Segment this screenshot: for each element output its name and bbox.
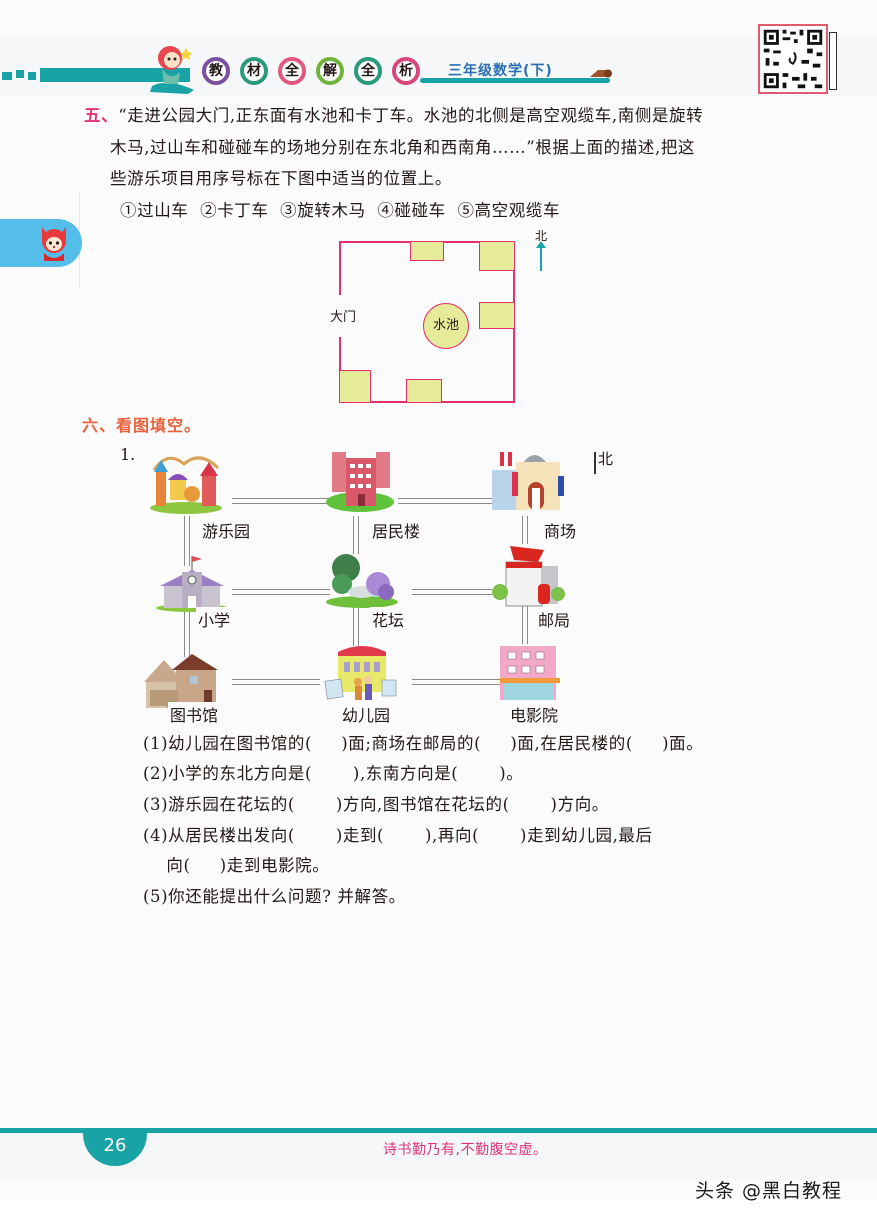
pool: 水池 xyxy=(423,303,469,349)
place-label-school: 小学 xyxy=(196,607,233,631)
qr-code-icon[interactable] xyxy=(758,24,828,94)
attraction-slot-south[interactable] xyxy=(406,379,442,403)
place-label-post-office: 邮局 xyxy=(536,607,573,631)
apartment-building-icon xyxy=(326,452,394,512)
pencil-icon xyxy=(590,69,612,78)
place-label-library: 图书馆 xyxy=(168,702,221,726)
header-dash xyxy=(28,72,36,80)
post-office-icon xyxy=(492,546,565,607)
place-label-mall: 商场 xyxy=(542,518,579,542)
north-label: 北 xyxy=(598,450,614,468)
road xyxy=(522,516,528,544)
place-label-apartment: 居民楼 xyxy=(370,518,423,542)
section5-line-1: 五、“走进公园大门,正东面有水池和卡丁车。水池的北侧是高空观缆车,南侧是旋转 xyxy=(84,101,703,131)
road xyxy=(184,602,190,657)
place-label-amusement-park: 游乐园 xyxy=(200,518,253,542)
north-arrow-shaft xyxy=(540,245,542,271)
question-5: (5)你还能提出什么问题? 并解答。 xyxy=(143,887,406,906)
town-map: 游乐园 居民楼 商场 小学 花坛 邮局 图书馆 幼儿园 电影院 xyxy=(140,444,620,726)
park-map: 水池 大门 北 xyxy=(327,229,549,403)
attraction-slot-northeast[interactable] xyxy=(479,241,515,271)
title-badge: 全 xyxy=(354,57,382,85)
girl-mascot-icon xyxy=(150,46,194,94)
amusement-park-icon xyxy=(150,456,222,514)
gate-label: 大门 xyxy=(330,310,357,325)
question-3: (3)游乐园在花坛的( )方向,图书馆在花坛的( )方向。 xyxy=(143,795,609,814)
road xyxy=(232,498,330,504)
north-label: 北 xyxy=(535,229,548,243)
question-4: (4)从居民楼出发向( )走到( ),再向( )走到幼儿园,最后 xyxy=(143,826,653,845)
place-label-kindergarten: 幼儿园 xyxy=(340,702,393,726)
qr-side-label xyxy=(829,32,837,90)
header-dash xyxy=(16,70,24,78)
attraction-slot-southwest[interactable] xyxy=(339,370,371,403)
header-underline xyxy=(420,78,610,83)
fox-mascot-icon xyxy=(42,227,66,261)
title-badge: 析 xyxy=(392,57,420,85)
grade-label: 三年级数学(下) xyxy=(448,63,553,79)
road xyxy=(353,606,359,646)
shopping-mall-icon xyxy=(492,452,564,510)
side-tab xyxy=(0,219,82,267)
footer-line xyxy=(0,1128,877,1133)
road xyxy=(412,589,492,595)
place-label-flower-bed: 花坛 xyxy=(370,607,407,631)
question-2: (2)小学的东北方向是( ),东南方向是( )。 xyxy=(143,764,524,783)
road xyxy=(398,498,492,504)
footer-motto: 诗书勤乃有,不勤腹空虚。 xyxy=(383,1142,548,1158)
road xyxy=(184,516,190,566)
header-teal-bar xyxy=(40,68,190,82)
item-number: 1. xyxy=(120,445,136,464)
title-badge: 全 xyxy=(278,57,306,85)
title-badge: 解 xyxy=(316,57,344,85)
park-wall xyxy=(339,241,341,295)
attraction-slot-north[interactable] xyxy=(410,241,444,261)
road xyxy=(412,679,502,685)
road xyxy=(232,589,330,595)
question-4-continued: 向( )走到电影院。 xyxy=(143,856,330,875)
header-dash xyxy=(2,72,12,80)
attraction-slot-east[interactable] xyxy=(479,302,515,329)
place-label-cinema: 电影院 xyxy=(508,702,561,726)
watermark: 头条 @黑白教程 xyxy=(695,1180,843,1202)
title-badge: 教 xyxy=(202,57,230,85)
question-text: “走进公园大门,正东面有水池和卡丁车。水池的北侧是高空观缆车,南侧是旋转 xyxy=(118,106,704,125)
section6-title: 六、看图填空。 xyxy=(82,416,202,435)
question-1: (1)幼儿园在图书馆的( )面;商场在邮局的( )面,在居民楼的( )面。 xyxy=(143,734,704,753)
section5-options: ①过山车 ②卡丁车 ③旋转木马 ④碰碰车 ⑤高空观缆车 xyxy=(120,201,561,220)
road xyxy=(232,679,320,685)
north-arrow-icon xyxy=(536,241,546,248)
section5-line-2: 木马,过山车和碰碰车的场地分别在东北角和西南角……”根据上面的描述,把这 xyxy=(110,138,696,157)
north-arrow-icon xyxy=(594,452,596,474)
road xyxy=(353,516,359,554)
title-badge: 材 xyxy=(240,57,268,85)
section5-line-3: 些游乐项目用序号标在下图中适当的位置上。 xyxy=(110,169,452,188)
road xyxy=(522,594,528,644)
kindergarten-icon xyxy=(324,646,397,700)
flower-bed-icon xyxy=(326,554,398,608)
library-icon xyxy=(144,654,218,711)
section-number: 五、 xyxy=(84,106,119,125)
header-band xyxy=(0,38,877,96)
cinema-icon xyxy=(500,646,560,700)
